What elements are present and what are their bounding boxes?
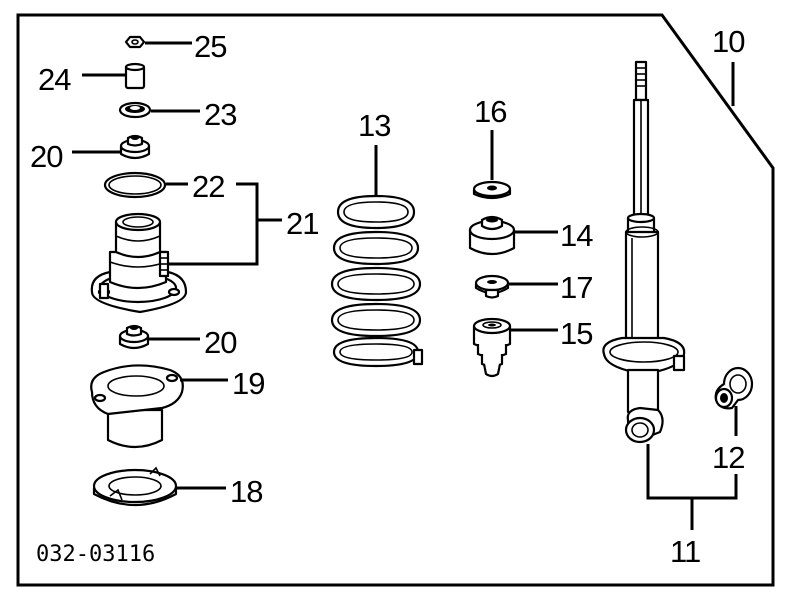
callout-23: 23 (204, 97, 236, 132)
callout-22: 22 (192, 169, 224, 204)
callout-24: 24 (38, 62, 71, 97)
callout-19: 19 (232, 366, 264, 401)
part-13-coil-spring (330, 194, 424, 368)
callout-25: 25 (194, 29, 226, 64)
callout-20-upper: 20 (30, 139, 63, 174)
callout-13: 13 (358, 108, 390, 143)
part-12-bushing (714, 366, 754, 410)
callout-17: 17 (560, 270, 592, 305)
callout-12: 12 (712, 440, 744, 475)
part-15-bump-stop (472, 317, 512, 378)
callout-21: 21 (286, 206, 318, 241)
callout-14: 14 (560, 218, 593, 253)
callout-20-lower: 20 (204, 325, 237, 360)
callout-16: 16 (474, 94, 506, 129)
callout-15: 15 (560, 316, 592, 351)
part-16-washer (472, 180, 512, 200)
part-24-collar (124, 62, 146, 90)
callout-11: 11 (670, 534, 700, 569)
part-19-spring-seat (90, 364, 184, 449)
part-22-o-ring (103, 171, 167, 199)
part-23-washer (118, 101, 152, 119)
part-18-lower-insulator (92, 466, 178, 507)
callout-18: 18 (230, 474, 262, 509)
part-20-bushing-lower (118, 324, 150, 350)
part-25-nut (124, 35, 146, 49)
part-20-bushing-upper (119, 134, 151, 160)
part-11-shock-absorber (602, 60, 686, 444)
diagram-code: 032-03116 (36, 542, 155, 567)
diagram-frame (16, 13, 775, 587)
part-21-upper-mount (90, 212, 188, 314)
callout-10: 10 (712, 24, 745, 59)
part-14-bump-cap (468, 215, 516, 256)
part-17-washer (474, 274, 510, 299)
